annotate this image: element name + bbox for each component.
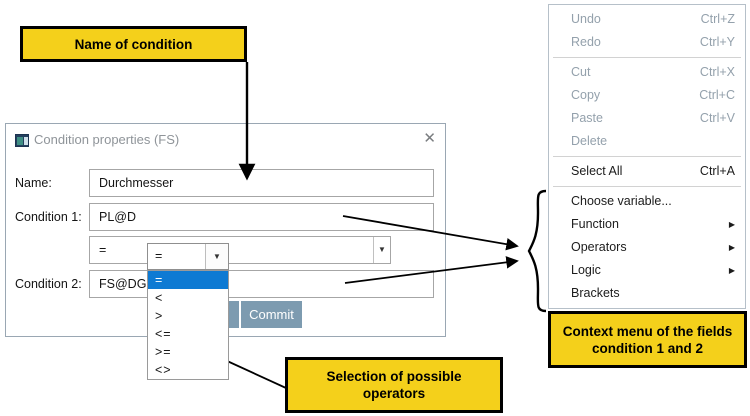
callout-text: operators <box>362 386 426 401</box>
context-menu: Undo Ctrl+Z Redo Ctrl+Y Cut Ctrl+X Copy … <box>548 4 746 309</box>
window-icon-part <box>24 137 28 145</box>
operator-option[interactable]: >= <box>155 345 172 359</box>
operator-dropdown-value: = <box>155 249 163 263</box>
chevron-down-icon[interactable]: ▼ <box>373 237 390 263</box>
condition1-input[interactable]: PL@D <box>89 203 434 231</box>
commit-button[interactable]: Commit <box>241 301 302 328</box>
menu-item-logic[interactable]: Logic ▶ <box>549 259 745 282</box>
submenu-arrow-icon: ▶ <box>728 243 735 252</box>
menu-item-redo[interactable]: Redo Ctrl+Y <box>549 31 745 54</box>
menu-item-select-all[interactable]: Select All Ctrl+A <box>549 160 745 183</box>
menu-item-operators[interactable]: Operators ▶ <box>549 236 745 259</box>
dialog-title: Condition properties (FS) <box>34 132 180 147</box>
shortcut: Ctrl+C <box>699 88 735 102</box>
brace-graphic <box>527 189 547 313</box>
operator-dropdown-open[interactable]: = ▼ <box>147 243 229 270</box>
menu-item-brackets[interactable]: Brackets <box>571 286 620 300</box>
shortcut: Ctrl+Y <box>699 35 735 49</box>
operator-combobox-value: = <box>99 243 107 257</box>
operator-option[interactable]: < <box>155 291 164 305</box>
shortcut: Ctrl+Z <box>700 12 735 26</box>
menu-item-paste[interactable]: Paste Ctrl+V <box>549 107 745 130</box>
callout-text: Name of condition <box>74 36 193 52</box>
condition1-label: Condition 1: <box>15 210 82 224</box>
shortcut: Ctrl+A <box>699 164 735 178</box>
submenu-arrow-icon: ▶ <box>728 220 735 229</box>
callout-selection-operators: Selection of possible operators <box>285 357 503 413</box>
name-input[interactable]: Durchmesser <box>89 169 434 197</box>
condition2-label: Condition 2: <box>15 277 82 291</box>
menu-item-delete[interactable]: Delete <box>571 134 608 148</box>
submenu-arrow-icon: ▶ <box>728 266 735 275</box>
menu-item-copy[interactable]: Copy Ctrl+C <box>549 84 745 107</box>
condition2-input[interactable]: FS@DG <box>89 270 434 298</box>
close-icon[interactable]: ✕ <box>423 130 436 147</box>
window-icon <box>15 134 29 147</box>
menu-item-cut[interactable]: Cut Ctrl+X <box>549 61 745 84</box>
operator-option[interactable]: <= <box>155 327 172 341</box>
shortcut: Ctrl+X <box>699 65 735 79</box>
menu-item-choose-variable[interactable]: Choose variable... <box>571 194 672 208</box>
operator-option[interactable]: = <box>148 271 228 289</box>
operator-combobox[interactable]: = ▼ <box>89 236 391 264</box>
callout-text: Selection of possible <box>326 369 462 384</box>
chevron-down-icon[interactable]: ▼ <box>205 244 228 269</box>
callout-text: condition 1 and 2 <box>591 340 703 356</box>
operator-option[interactable]: > <box>155 309 164 323</box>
callout-text: Context menu of the fields <box>562 323 733 339</box>
callout-context-menu: Context menu of the fields condition 1 a… <box>548 311 747 368</box>
window-icon-part <box>17 137 23 145</box>
menu-separator <box>553 156 741 157</box>
menu-separator <box>553 186 741 187</box>
callout-name-of-condition: Name of condition <box>20 26 247 62</box>
menu-item-function[interactable]: Function ▶ <box>549 213 745 236</box>
operator-option[interactable]: <> <box>155 363 172 377</box>
operator-dropdown-list: = < > <= >= <> <box>147 270 229 380</box>
shortcut: Ctrl+V <box>699 111 735 125</box>
menu-separator <box>553 57 741 58</box>
menu-item-undo[interactable]: Undo Ctrl+Z <box>549 8 745 31</box>
name-label: Name: <box>15 176 52 190</box>
